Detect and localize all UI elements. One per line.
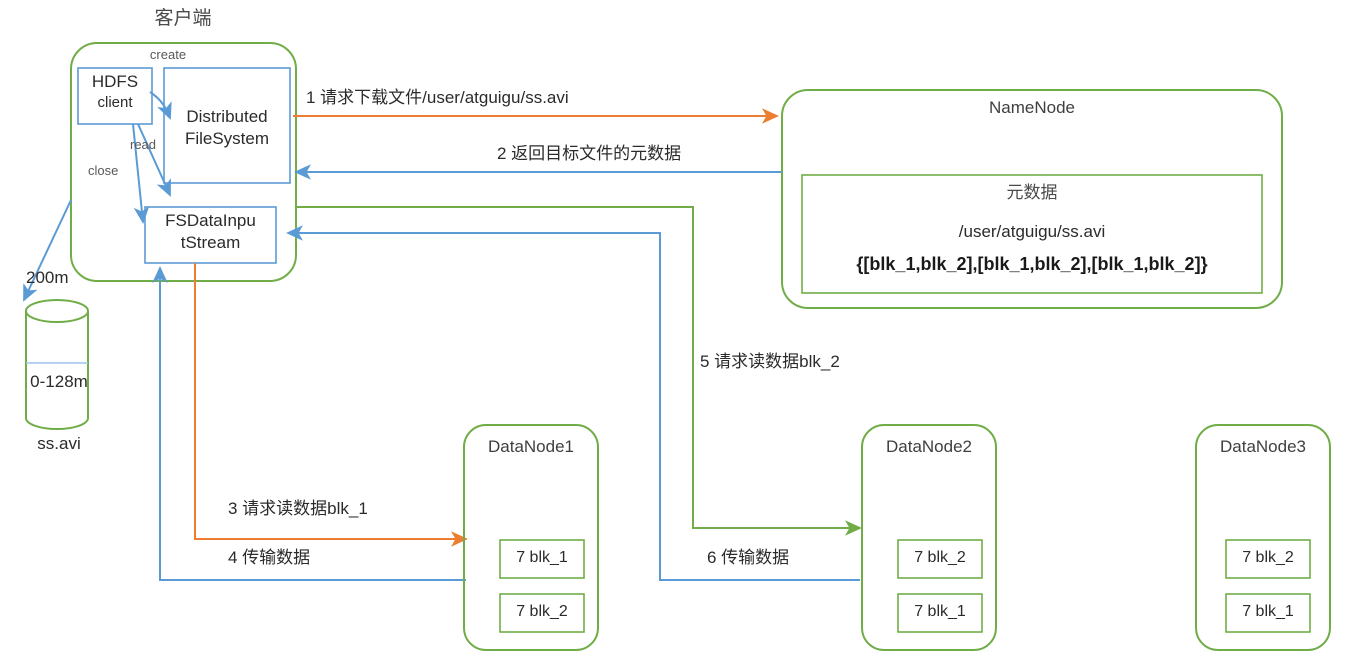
flow-3-label: 3 请求读数据blk_1 <box>228 499 368 518</box>
datanode-3-title: DataNode3 <box>1219 437 1306 456</box>
distributed-filesystem-label-line1: Distributed <box>186 107 268 126</box>
fsdatainputstream-label-line2: tStream <box>180 233 241 252</box>
datanode-3-block-2-label: 7 blk_1 <box>1242 603 1294 620</box>
client-title: 客户端 <box>154 8 212 29</box>
flow-1-label: 1 请求下载文件/user/atguigu/ss.avi <box>306 88 569 107</box>
read-arrow-label: read <box>130 137 157 152</box>
metadata-path: /user/atguigu/ss.avi <box>958 222 1106 241</box>
flow-4-label: 4 传输数据 <box>228 548 311 567</box>
datanode-1-title: DataNode1 <box>487 437 574 456</box>
datanode-1-block-2-label: 7 blk_2 <box>516 603 568 620</box>
file-block-range-label: 0-128m <box>30 372 88 391</box>
namenode-title: NameNode <box>989 98 1075 117</box>
flow-6-label: 6 传输数据 <box>707 548 790 567</box>
close-arrow-label: close <box>88 163 119 178</box>
metadata-title: 元数据 <box>1006 183 1058 202</box>
file-cylinder-top-shape <box>25 299 89 323</box>
datanode-2-block-2-label: 7 blk_1 <box>914 603 966 620</box>
flow-2-label: 2 返回目标文件的元数据 <box>497 144 682 163</box>
hdfs-client-label-line2: client <box>97 94 133 111</box>
file-name-label: ss.avi <box>37 434 81 453</box>
datanode-2-title: DataNode2 <box>885 437 972 456</box>
flow-3-line-shape <box>194 263 468 547</box>
hdfs-client-label-line1: HDFS <box>91 72 139 91</box>
flow-5-label: 5 请求读数据blk_2 <box>700 352 840 371</box>
datanode-3-block-1-label: 7 blk_2 <box>1242 549 1294 566</box>
datanode-2-block-1-label: 7 blk_2 <box>914 549 966 566</box>
create-arrow-label: create <box>149 47 187 62</box>
datanode-1-block-1-label: 7 blk_1 <box>516 549 568 566</box>
file-size-label: 200m <box>26 268 69 287</box>
fsdatainputstream-label-line1: FSDataInpu <box>165 211 256 230</box>
flow-6-line-shape <box>286 225 860 581</box>
distributed-filesystem-label-line2: FileSystem <box>184 129 270 148</box>
file-cylinder-body-shape <box>25 311 89 430</box>
flow-4-line-shape <box>152 266 466 581</box>
metadata-blocks: {[blk_1,blk_2],[blk_1,blk_2],[blk_1,blk_… <box>856 254 1208 274</box>
